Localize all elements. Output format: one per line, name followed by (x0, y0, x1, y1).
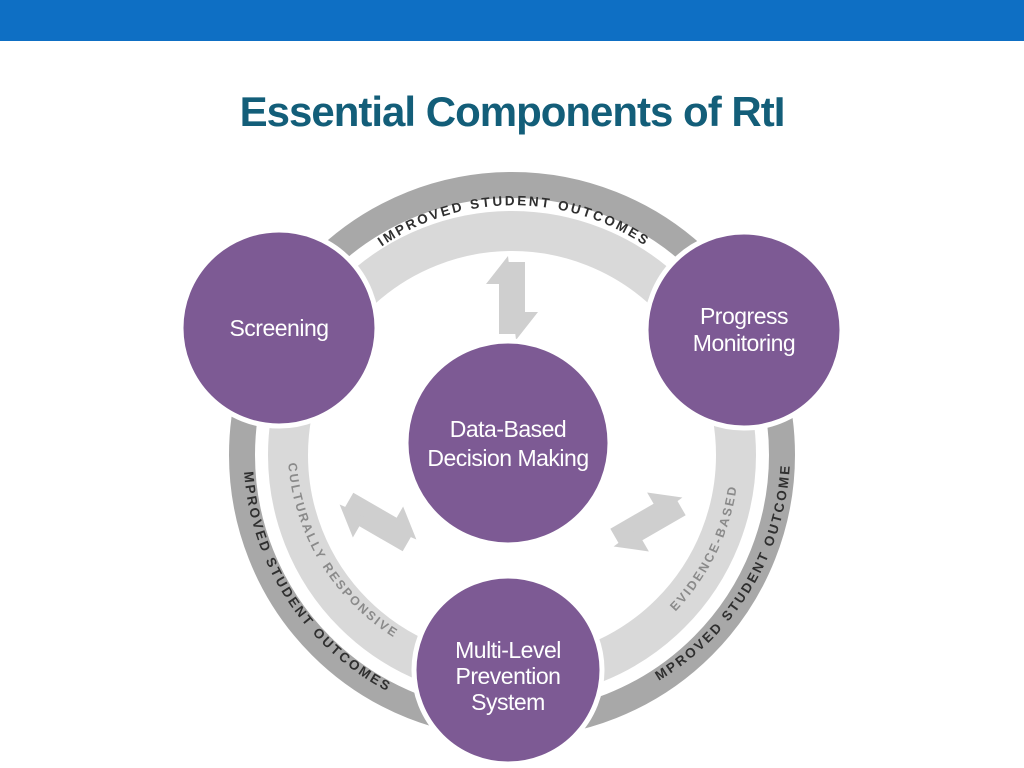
progress-monitoring-label-line2: Monitoring (693, 330, 795, 356)
progress-monitoring-node: Progress Monitoring (643, 229, 845, 431)
prevention-label-line3: System (471, 689, 545, 715)
center-label-line2: Decision Making (427, 445, 588, 471)
double-arrow-icon (486, 256, 538, 340)
double-arrow-icon (610, 492, 686, 552)
multi-level-prevention-node: Multi-Level Prevention System (411, 573, 605, 767)
data-based-decision-making-node: Data-Based Decision Making (403, 338, 613, 548)
center-label-line1: Data-Based (450, 416, 566, 442)
prevention-label-line1: Multi-Level (455, 637, 561, 663)
prevention-label-line2: Prevention (456, 663, 561, 689)
screening-node: Screening (178, 227, 380, 429)
double-arrow-icon (339, 492, 417, 552)
slide-title: Essential Components of RtI (239, 88, 786, 135)
screening-label: Screening (229, 315, 328, 341)
progress-monitoring-label-line1: Progress (700, 303, 788, 329)
header-bar (0, 0, 1024, 41)
